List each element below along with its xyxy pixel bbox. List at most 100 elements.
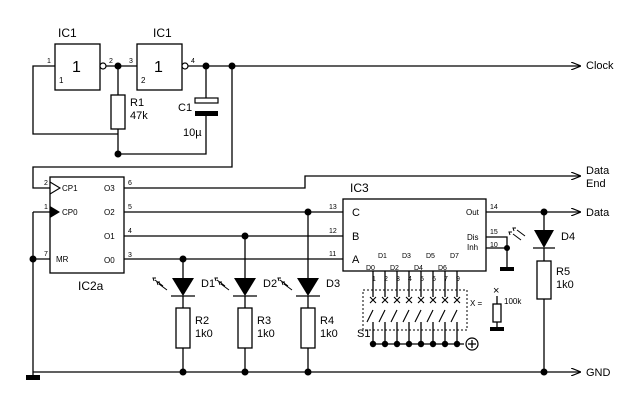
d4-name: D4 bbox=[561, 231, 575, 243]
ic1-a-inverter-bubble bbox=[99, 62, 107, 70]
ic2a-counter: IC2a CP1 CP0 MR 2 1 7 O3 O2 O1 O0 6 5 4 … bbox=[44, 176, 132, 293]
ic1-gate-a: IC1 1 1 1 2 bbox=[47, 26, 113, 91]
r1-resistor: R1 47k bbox=[110, 94, 148, 130]
ic1-gate-b: IC1 1 2 3 4 bbox=[129, 26, 195, 91]
r5-name: R5 bbox=[556, 266, 570, 278]
led-triangle bbox=[172, 278, 194, 296]
cross-mark bbox=[405, 296, 413, 304]
s1-name: S1 bbox=[357, 328, 370, 340]
ic3-data-pin: 5 bbox=[420, 276, 424, 283]
light-arrows bbox=[279, 279, 293, 291]
ic2a-pin-7: 7 bbox=[44, 251, 48, 258]
c1-name: C1 bbox=[178, 102, 192, 114]
junction-dot bbox=[241, 368, 249, 376]
label-gnd: GND bbox=[586, 367, 611, 379]
switch-cell bbox=[450, 271, 461, 348]
ic2a-label-o2: O2 bbox=[104, 208, 115, 217]
ic1-pin3: 3 bbox=[129, 58, 133, 65]
ic3-pin-11: 11 bbox=[329, 251, 336, 258]
junction-dot bbox=[504, 245, 510, 251]
ic3-label-inh: Inh bbox=[467, 243, 478, 252]
switch-cell bbox=[378, 271, 389, 348]
junction-dot bbox=[228, 62, 236, 70]
cross-mark bbox=[429, 296, 437, 304]
switch-cell bbox=[414, 271, 425, 348]
led-triangle bbox=[234, 278, 256, 296]
label-data-end-line2: End bbox=[586, 178, 606, 190]
ic3-pin-14: 14 bbox=[490, 204, 498, 211]
resistor-100k: × X = 100k bbox=[470, 285, 522, 331]
label-data-end-line1: Data bbox=[586, 165, 610, 177]
ic3-pin-12: 12 bbox=[329, 228, 337, 235]
d4-r5-chain: D4 R5 1k0 bbox=[508, 212, 575, 376]
light-arrowheads bbox=[152, 277, 160, 286]
ic2a-label-cp0: CP0 bbox=[62, 208, 78, 217]
r-100k-mark: × bbox=[493, 285, 499, 297]
junction-dot bbox=[304, 368, 312, 376]
cross-mark bbox=[381, 296, 389, 304]
ic3-label-d4: D4 bbox=[414, 265, 423, 272]
switch-blade bbox=[402, 309, 410, 323]
junction-dot bbox=[29, 255, 37, 263]
ic1-pin4: 4 bbox=[191, 58, 195, 65]
ic3-label-d3: D3 bbox=[402, 253, 411, 260]
led-name: D2 bbox=[263, 278, 277, 290]
ic3-data-pin: 9 bbox=[456, 276, 460, 283]
ic3-label-out: Out bbox=[466, 208, 480, 217]
ic3-label-d1: D1 bbox=[378, 253, 387, 260]
ic2a-pin-4: 4 bbox=[128, 228, 132, 235]
led-name: D3 bbox=[326, 278, 340, 290]
ic3-name: IC3 bbox=[350, 181, 369, 195]
cross-mark bbox=[393, 296, 401, 304]
cross-mark bbox=[417, 296, 425, 304]
ic3-pin-13: 13 bbox=[329, 204, 337, 211]
ic2a-label-cp1: CP1 bbox=[62, 184, 78, 193]
junction-dot bbox=[114, 150, 122, 158]
r-100k-x-label: X = bbox=[470, 299, 483, 308]
resistor-name: R2 bbox=[195, 315, 209, 327]
resistor-name: R3 bbox=[257, 315, 271, 327]
ic2a-label-mr: MR bbox=[56, 255, 69, 264]
r5-value: 1k0 bbox=[556, 279, 574, 291]
oscillator-wiring bbox=[32, 62, 580, 189]
ic2a-label-o1: O1 bbox=[104, 232, 115, 241]
r1-name: R1 bbox=[130, 97, 144, 109]
resistor-body bbox=[300, 307, 316, 349]
s1-dip-switch: S1 bbox=[357, 271, 479, 351]
label-clock: Clock bbox=[586, 60, 614, 72]
switch-blade bbox=[450, 309, 458, 323]
ic2a-name: IC2a bbox=[78, 279, 104, 293]
resistor-body bbox=[175, 307, 191, 349]
ic1-a-name: IC1 bbox=[58, 26, 77, 40]
ic1-pin1: 1 bbox=[47, 58, 51, 65]
ic3-label-d2: D2 bbox=[390, 265, 399, 272]
resistor-value: 1k0 bbox=[257, 328, 275, 340]
ic3-label-a: A bbox=[352, 254, 360, 266]
ic3-data-pin: 1 bbox=[372, 276, 376, 283]
ic2a-label-o3: O3 bbox=[104, 184, 115, 193]
ic1-a-gate-symbol: 1 bbox=[72, 59, 81, 76]
ic3-data-pin: 6 bbox=[432, 276, 436, 283]
ic3-label-d5: D5 bbox=[426, 253, 435, 260]
ic2a-wiring bbox=[29, 176, 581, 375]
junction-dot bbox=[114, 62, 122, 70]
junction-dot bbox=[179, 368, 187, 376]
ic2a-pin-3: 3 bbox=[128, 252, 132, 259]
light-arrowheads bbox=[214, 277, 222, 286]
gnd-rail bbox=[33, 369, 580, 376]
ic3-label-c: C bbox=[352, 207, 360, 219]
resistor-name: R4 bbox=[320, 315, 334, 327]
cross-mark bbox=[441, 296, 449, 304]
ic2a-pin-5: 5 bbox=[128, 204, 132, 211]
ic2a-label-o0: O0 bbox=[104, 256, 115, 265]
switch-blade bbox=[426, 309, 434, 323]
ground-symbol bbox=[26, 375, 40, 380]
ic3-pin-15: 15 bbox=[490, 229, 498, 236]
ic1-a-number: 1 bbox=[59, 76, 64, 85]
light-arrows bbox=[154, 279, 168, 291]
switch-blade bbox=[390, 309, 398, 323]
